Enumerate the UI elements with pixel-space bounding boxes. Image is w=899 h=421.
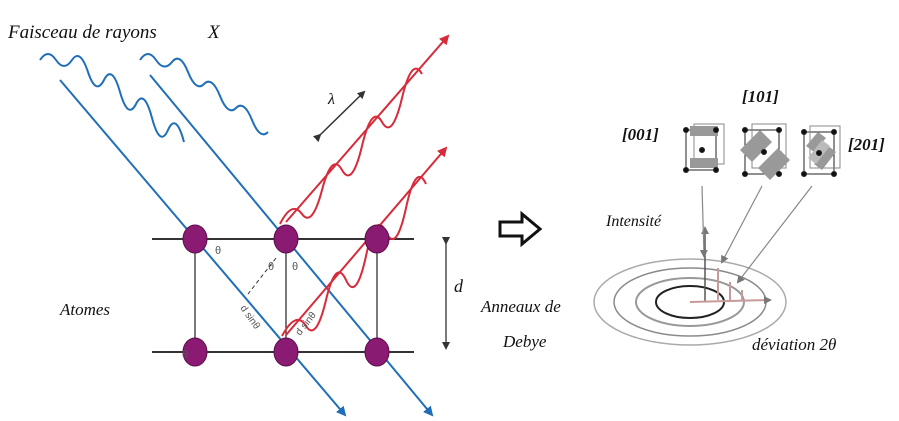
incident-wave-1 bbox=[39, 53, 185, 143]
intensity-label: Intensité bbox=[605, 213, 662, 230]
debye-ring bbox=[593, 258, 787, 346]
plane-101-label: [101] bbox=[742, 87, 779, 106]
plane-201-label: [201] bbox=[848, 135, 885, 154]
theta-label: θ bbox=[268, 261, 274, 273]
pointer-line bbox=[736, 185, 813, 284]
path-difference-label: d sinθ bbox=[238, 303, 263, 332]
diffracted-wave-1 bbox=[279, 67, 423, 225]
atom bbox=[182, 224, 208, 254]
atom bbox=[182, 337, 208, 367]
diffracted-wave-2 bbox=[281, 176, 427, 337]
pointer-line bbox=[721, 185, 763, 264]
beam-title: Faisceau de rayons bbox=[7, 22, 157, 43]
unit-cell-001-icon bbox=[683, 123, 725, 173]
beam-symbol: X bbox=[207, 22, 221, 43]
pointer-line bbox=[699, 185, 708, 258]
theta-label: θ bbox=[182, 349, 188, 361]
atom bbox=[273, 224, 299, 254]
theta-label: θ bbox=[292, 261, 298, 273]
path-difference-label: d sinθ bbox=[294, 310, 319, 338]
debye-rings-label-line2: Debye bbox=[502, 332, 547, 351]
atom bbox=[364, 337, 390, 367]
perpendicular-dashed-line bbox=[247, 257, 277, 295]
debye-rings-label-line1: Anneaux de bbox=[480, 297, 561, 316]
deviation-label: déviation 2θ bbox=[752, 335, 836, 354]
debye-ring bbox=[635, 277, 745, 327]
atom bbox=[273, 337, 299, 367]
atoms bbox=[182, 224, 390, 367]
incident-wave-2 bbox=[139, 53, 269, 136]
wavelength-label: λ bbox=[327, 91, 335, 108]
deviation-axis bbox=[689, 296, 772, 305]
plane-001-label: [001] bbox=[622, 125, 659, 144]
unit-cell-101-icon bbox=[740, 123, 790, 180]
d-spacing-label: d bbox=[454, 276, 464, 296]
theta-label: θ bbox=[215, 245, 221, 257]
atoms-label: Atomes bbox=[59, 300, 110, 319]
wavelength-arrow bbox=[312, 90, 366, 143]
diffracted-rays bbox=[279, 34, 450, 337]
unit-cell-201-icon bbox=[801, 125, 841, 177]
double-right-arrow-icon bbox=[498, 210, 543, 248]
atom bbox=[364, 224, 390, 254]
diffraction-peaks bbox=[717, 268, 743, 300]
plane-to-peak-pointers bbox=[699, 185, 813, 284]
